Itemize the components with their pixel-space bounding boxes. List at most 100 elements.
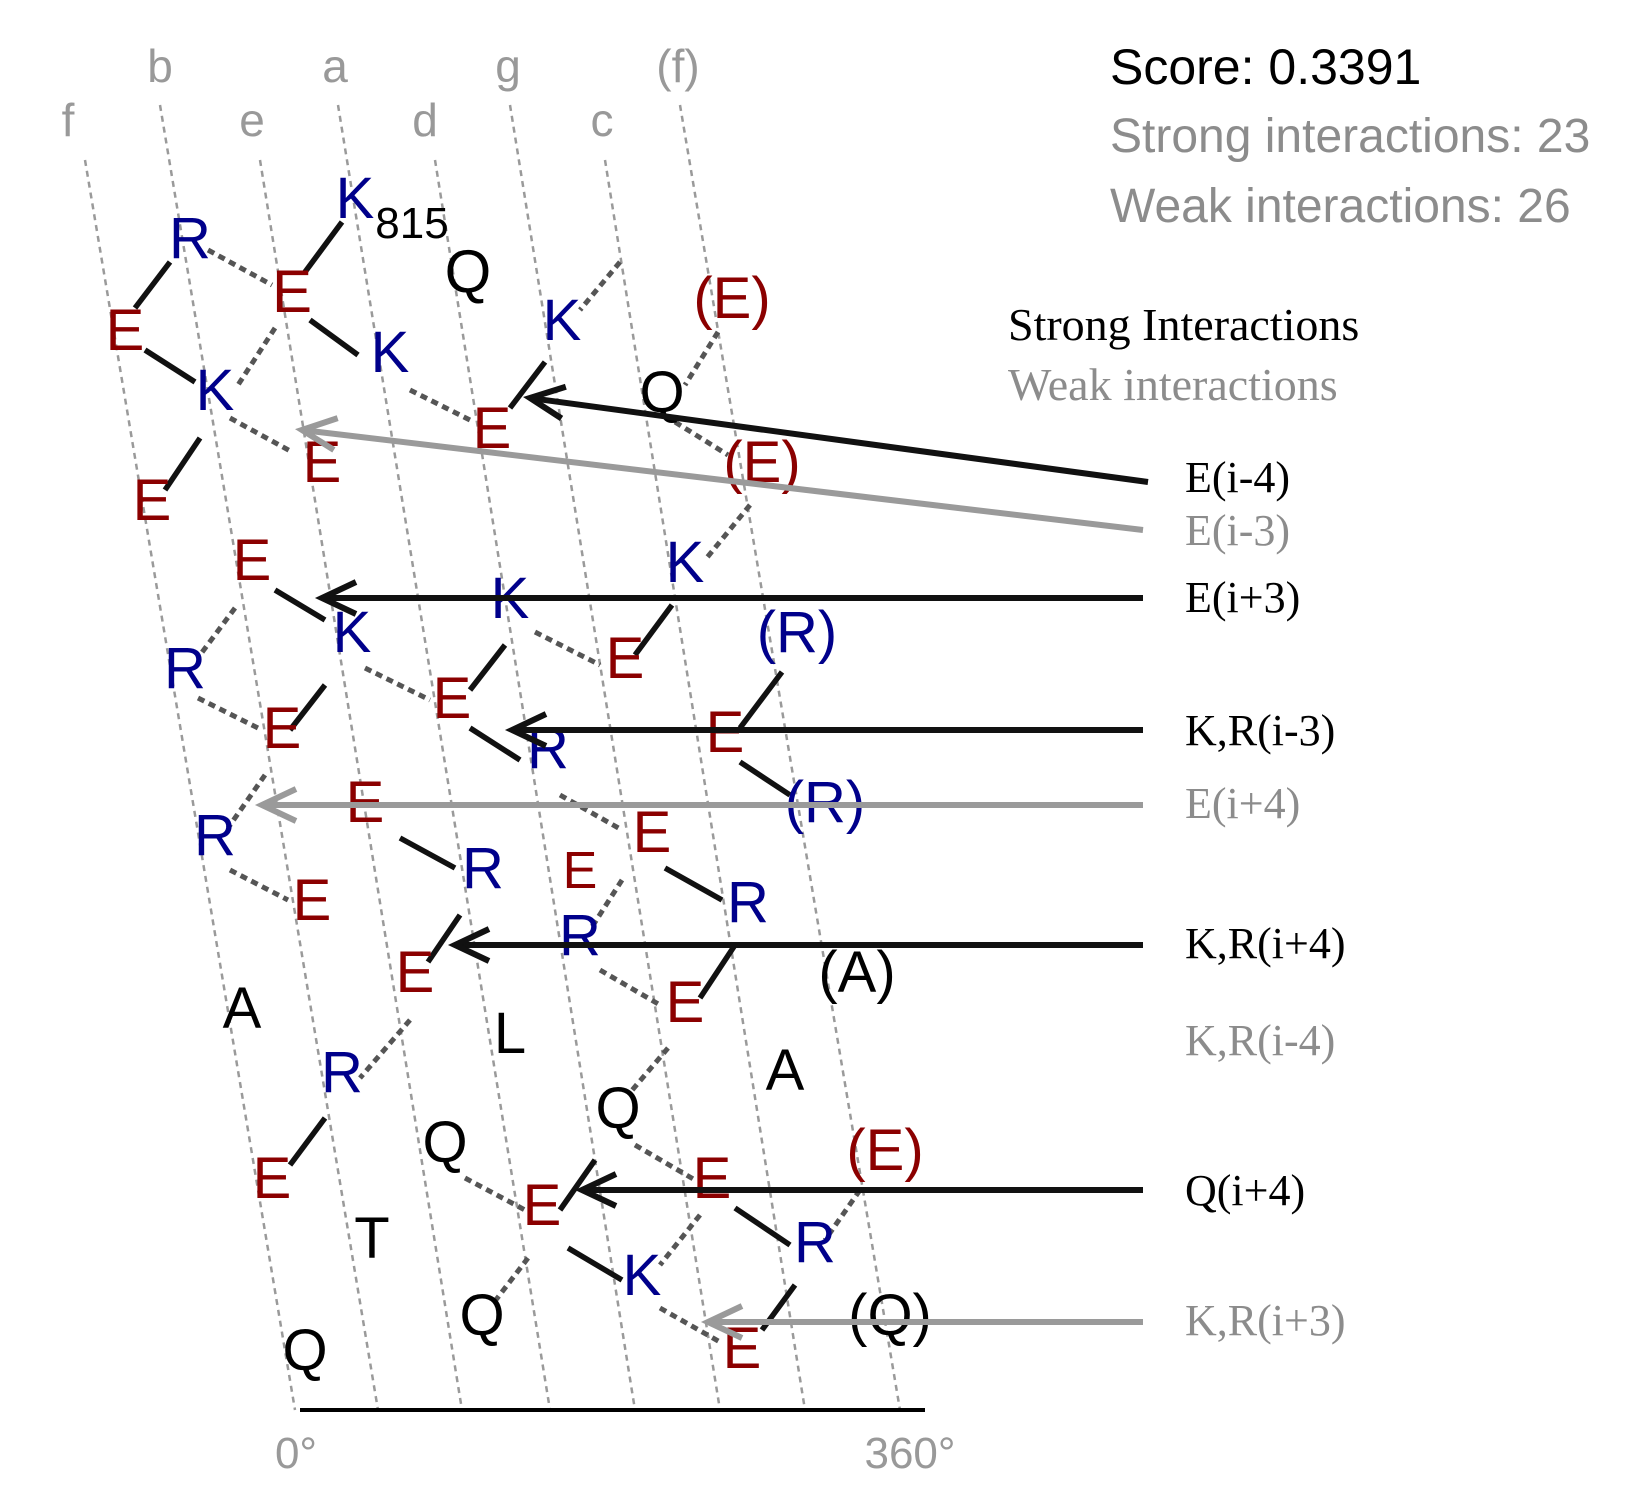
residue-label: A: [766, 1038, 805, 1103]
arrow-head: [295, 415, 339, 453]
residue-label: K: [666, 530, 705, 595]
residue-label: R: [462, 836, 504, 901]
arrow-label: K,R(i+3): [1185, 1296, 1345, 1345]
residue-label: K: [371, 320, 410, 385]
strong-bond: [738, 759, 792, 798]
residue-label: E: [633, 800, 672, 865]
residue-label: E: [253, 1146, 292, 1211]
residue-label: E: [723, 1316, 762, 1381]
interaction-arrow: E(i-4): [523, 383, 1290, 502]
strong-bond: [273, 587, 327, 623]
position-label: d: [412, 94, 438, 146]
residue-label: K: [336, 166, 375, 231]
residue-label: Q: [445, 238, 492, 305]
weak-bond: [673, 419, 730, 458]
residue-label: Q: [595, 1076, 640, 1141]
position-labels: f b e a d g c (f): [62, 40, 700, 146]
strong-bond: [302, 220, 345, 274]
interaction-arrow: K,R(i+3): [700, 1296, 1345, 1345]
interaction-arrow: E(i+3): [314, 573, 1300, 622]
weak-bond: [658, 1213, 702, 1267]
residue-label: E: [396, 940, 435, 1005]
axis-end-label: 360°: [864, 1429, 955, 1478]
residue-label: E: [272, 258, 312, 325]
weak-bond: [363, 665, 432, 703]
position-label: e: [239, 94, 265, 146]
residue-label: E: [523, 1173, 562, 1238]
arrow-head: [504, 711, 548, 749]
strong-bond: [308, 317, 360, 358]
strong-bond: [132, 260, 173, 310]
weak-bond: [358, 1018, 412, 1080]
arrow-head: [574, 1171, 618, 1209]
residue-label: R: [164, 636, 206, 701]
residue-label: E: [693, 1146, 732, 1211]
arrow-label: E(i+4): [1185, 779, 1300, 828]
residue-label: E: [233, 528, 272, 593]
guide-e: [258, 159, 464, 1411]
arrow-label: K,R(i-3): [1185, 706, 1335, 755]
interaction-lines: [132, 220, 863, 1345]
residue-layer: RK815QEE(E)EKKKQEE(E)EEKKRKE(R)EEERR(R)E…: [106, 166, 932, 1383]
interaction-legend: Strong Interactions Weak interactions: [1008, 299, 1359, 410]
residue-label: 815: [375, 199, 448, 248]
arrow-layer: E(i-4)E(i-3)E(i+3)K,R(i-3)E(i+4)K,R(i+4)…: [254, 383, 1345, 1345]
residue-label: Q: [459, 1283, 504, 1348]
strong-bond: [566, 1245, 624, 1283]
legend-weak: Weak interactions: [1008, 359, 1338, 410]
residue-label: A: [223, 976, 262, 1041]
residue-label: R: [321, 1040, 363, 1105]
weak-bond: [206, 247, 274, 288]
weak-bond: [196, 695, 260, 731]
residue-label: E: [433, 666, 472, 731]
interaction-arrow: K,R(i-4): [1185, 1016, 1335, 1065]
guide-a: [336, 104, 552, 1411]
arrow-head: [523, 383, 567, 421]
residue-label: Q: [282, 1318, 327, 1383]
residue-label: (Q): [848, 1283, 932, 1348]
residue-label: E: [606, 626, 645, 691]
strong-interactions-count: Strong interactions: 23: [1110, 110, 1590, 163]
residue-label: E: [666, 970, 705, 1035]
residue-label: E: [106, 298, 145, 363]
interaction-arrow: E(i+4): [254, 779, 1300, 828]
strong-bond: [737, 670, 785, 730]
strong-bond: [468, 725, 522, 763]
residue-label: E: [263, 696, 302, 761]
arrow-label: Q(i+4): [1185, 1166, 1305, 1215]
weak-bond: [228, 867, 290, 903]
legend-strong: Strong Interactions: [1008, 299, 1359, 350]
arrow-head: [254, 786, 298, 824]
score-value: Score: 0.3391: [1110, 39, 1421, 95]
residue-label: (A): [818, 940, 895, 1005]
weak-bond: [490, 1256, 530, 1307]
strong-bond: [557, 1158, 598, 1212]
residue-label: R: [169, 206, 211, 271]
residue-label: K: [623, 1243, 662, 1308]
residue-label: (E): [846, 1118, 923, 1183]
residue-label: (R): [757, 600, 838, 665]
guide-c: [603, 159, 807, 1411]
residue-label: Q: [422, 1110, 467, 1175]
weak-bond: [408, 387, 472, 423]
position-guides: [83, 104, 902, 1411]
residue-label: E: [133, 468, 172, 533]
angle-axis: 0° 360°: [275, 1408, 956, 1478]
strong-bond: [663, 865, 724, 903]
residue-label: R: [794, 1210, 836, 1275]
residue-label: L: [494, 1001, 526, 1066]
strong-bond: [287, 1116, 328, 1167]
interaction-arrow: Q(i+4): [574, 1166, 1305, 1215]
guide-b: [158, 104, 380, 1411]
strong-bond: [398, 835, 457, 871]
strong-bond: [162, 436, 203, 492]
arrow-label: E(i-4): [1185, 453, 1290, 502]
weak-bond: [633, 1142, 697, 1183]
weak-bond: [197, 606, 238, 657]
weak-bond: [235, 326, 278, 387]
residue-label: R: [527, 716, 569, 781]
residue-label: T: [354, 1206, 389, 1271]
guide-d: [433, 159, 637, 1411]
residue-label: E: [293, 868, 332, 933]
interaction-arrow: K,R(i+4): [447, 919, 1345, 968]
